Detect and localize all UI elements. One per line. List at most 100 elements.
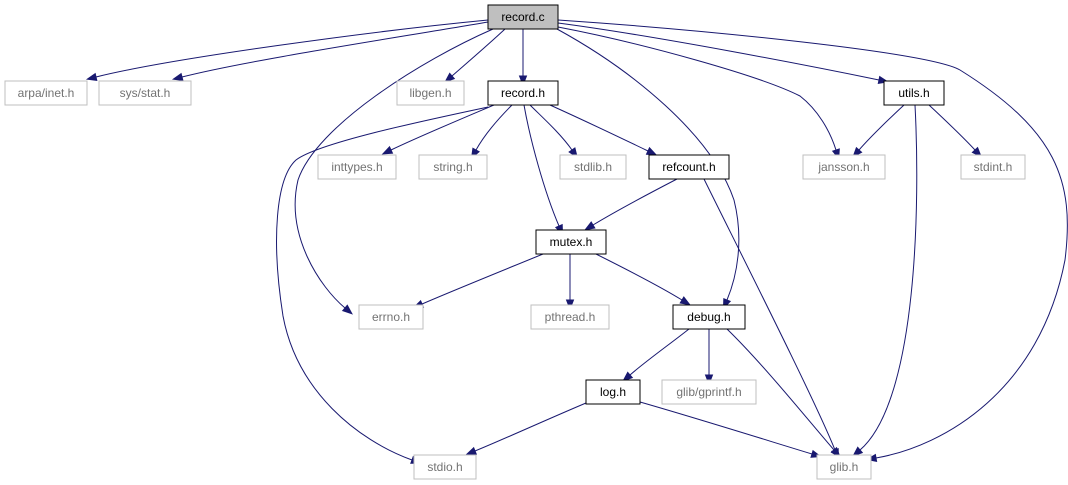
edge-record_c-to-sys_stat [171, 21, 489, 81]
edge-record_h-to-string_h [470, 104, 513, 160]
node-stdint-h[interactable]: stdint.h [960, 154, 1026, 180]
arrowhead [444, 72, 456, 83]
node-record-h[interactable]: record.h [487, 80, 559, 106]
node-gprintf-h[interactable]: glib/gprintf.h [661, 379, 757, 405]
node-label: stdlib.h [574, 160, 612, 174]
edges [85, 19, 1068, 464]
edge-mutex_h-to-pthread_h [565, 254, 575, 311]
node-box [317, 154, 397, 180]
node-box [672, 304, 746, 330]
node-label: string.h [433, 160, 472, 174]
edge-log_h-to-glib_h [639, 401, 822, 458]
node-label: stdint.h [974, 160, 1013, 174]
edge-utils_h-to-glib_h [852, 104, 918, 457]
node-box [418, 154, 488, 180]
node-refcount-h[interactable]: refcount.h [648, 154, 730, 180]
node-errno-h[interactable]: errno.h [358, 304, 424, 330]
node-label: utils.h [898, 86, 929, 100]
arrowhead [584, 221, 596, 231]
node-box [883, 80, 945, 106]
arrowhead [341, 304, 353, 315]
arrowhead [645, 146, 658, 156]
nodes: record.c arpa/inet.h sys/stat.h libgen.h rec… [4, 4, 1026, 480]
edge-mutex_h-to-errno_h [412, 253, 544, 309]
edge-line [390, 104, 495, 151]
edge-line [529, 104, 573, 151]
node-label: libgen.h [409, 86, 451, 100]
node-box [816, 454, 872, 480]
edge-record_c-to-errno_h [294, 28, 494, 315]
node-record-c[interactable]: record.c [487, 4, 559, 30]
node-label: record.c [501, 10, 544, 24]
arrowhead [381, 145, 394, 155]
edge-line [95, 19, 489, 78]
node-jansson-h[interactable]: jansson.h [802, 154, 886, 180]
arrowhead [852, 446, 864, 457]
node-sys-stat[interactable]: sys/stat.h [98, 80, 192, 106]
edge-record_h-to-inttypes [381, 104, 495, 155]
node-label: record.h [501, 86, 545, 100]
node-inttypes[interactable]: inttypes.h [317, 154, 397, 180]
node-utils-h[interactable]: utils.h [883, 80, 945, 106]
node-box [648, 154, 730, 180]
edge-refcount_h-to-mutex_h [584, 178, 678, 231]
edge-line [557, 22, 880, 81]
edge-debug_h-to-gprintf_h [704, 329, 714, 386]
node-box [4, 80, 88, 106]
edge-record_c-to-jansson_h [557, 26, 840, 160]
edge-record_h-to-refcount_h [549, 104, 658, 156]
node-libgen[interactable]: libgen.h [396, 80, 465, 106]
node-label: stdio.h [427, 460, 462, 474]
node-stdio-h[interactable]: stdio.h [413, 454, 477, 480]
edge-line [595, 253, 683, 301]
edge-record_c-to-libgen [444, 28, 506, 83]
edge-line [181, 21, 489, 78]
arrowhead [679, 296, 691, 306]
edge-line [294, 28, 494, 309]
edge-line [858, 104, 905, 151]
node-label: errno.h [372, 310, 410, 324]
node-log-h[interactable]: log.h [585, 379, 641, 405]
edge-line [639, 401, 813, 455]
node-label: sys/stat.h [120, 86, 171, 100]
edge-line [592, 178, 678, 226]
edge-line [629, 328, 690, 376]
edge-line [474, 402, 587, 452]
edge-record_h-to-stdlib_h [529, 104, 578, 159]
node-pthread-h[interactable]: pthread.h [530, 304, 610, 330]
node-string-h[interactable]: string.h [418, 154, 488, 180]
edge-utils_h-to-stdint_h [928, 104, 983, 158]
node-glib-h[interactable]: glib.h [816, 454, 872, 480]
edge-line [549, 104, 649, 152]
node-stdlib-h[interactable]: stdlib.h [559, 154, 627, 180]
node-arpa-inet[interactable]: arpa/inet.h [4, 80, 88, 106]
node-label: inttypes.h [331, 160, 382, 174]
edge-record_c-to-utils_h [557, 22, 890, 85]
node-label: log.h [600, 385, 626, 399]
node-label: mutex.h [550, 235, 593, 249]
arrowhead [85, 72, 98, 81]
arrowhead [465, 446, 478, 455]
node-box [396, 80, 465, 106]
node-box [802, 154, 886, 180]
node-mutex-h[interactable]: mutex.h [535, 229, 607, 255]
node-box [413, 454, 477, 480]
node-debug-h[interactable]: debug.h [672, 304, 746, 330]
edge-line [451, 28, 506, 77]
node-box [559, 154, 627, 180]
node-label: glib/gprintf.h [676, 385, 741, 399]
edge-line [276, 106, 489, 461]
edge-line [421, 253, 544, 305]
node-box [535, 229, 607, 255]
node-label: arpa/inet.h [18, 86, 75, 100]
node-box [487, 4, 559, 30]
node-label: glib.h [830, 460, 859, 474]
node-label: jansson.h [817, 160, 869, 174]
arrowhead [171, 72, 184, 81]
edge-line [523, 104, 560, 227]
node-label: pthread.h [545, 310, 596, 324]
node-box [358, 304, 424, 330]
edge-log_h-to-stdio_h [465, 402, 587, 455]
edge-record_c-to-record_h [518, 29, 528, 87]
